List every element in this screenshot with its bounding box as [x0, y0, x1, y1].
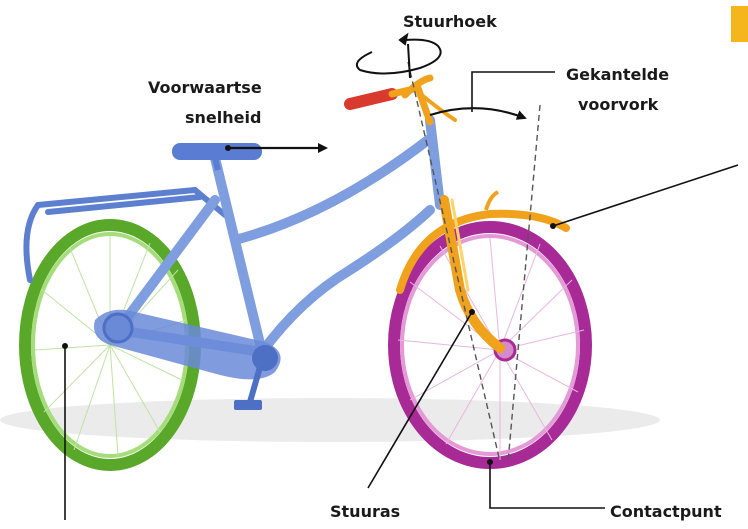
rear-hub: [104, 314, 132, 342]
handlebar: [350, 78, 455, 122]
pedal: [234, 400, 262, 410]
label-stuurhoek: Stuurhoek: [403, 12, 497, 31]
contact-point-leader-line: [490, 462, 605, 508]
label-stuuras: Stuuras: [330, 502, 400, 521]
fork-leader-line: [472, 72, 555, 112]
label-gekantelde-line1: Gekantelde: [566, 65, 669, 84]
label-gekantelde-line2: voorvork: [578, 95, 659, 114]
corner-tab: [731, 6, 748, 42]
steering-angle-arrow: [357, 35, 441, 78]
saddle: [172, 143, 262, 160]
label-contactpunt: Contactpunt: [610, 502, 722, 521]
mudguard-leader-line: [553, 165, 738, 226]
label-voorwaartse-line1: Voorwaartse: [148, 78, 262, 97]
crank-hub: [252, 345, 278, 371]
label-voorwaartse-line2: snelheid: [185, 108, 261, 127]
headlamp: [486, 192, 498, 210]
